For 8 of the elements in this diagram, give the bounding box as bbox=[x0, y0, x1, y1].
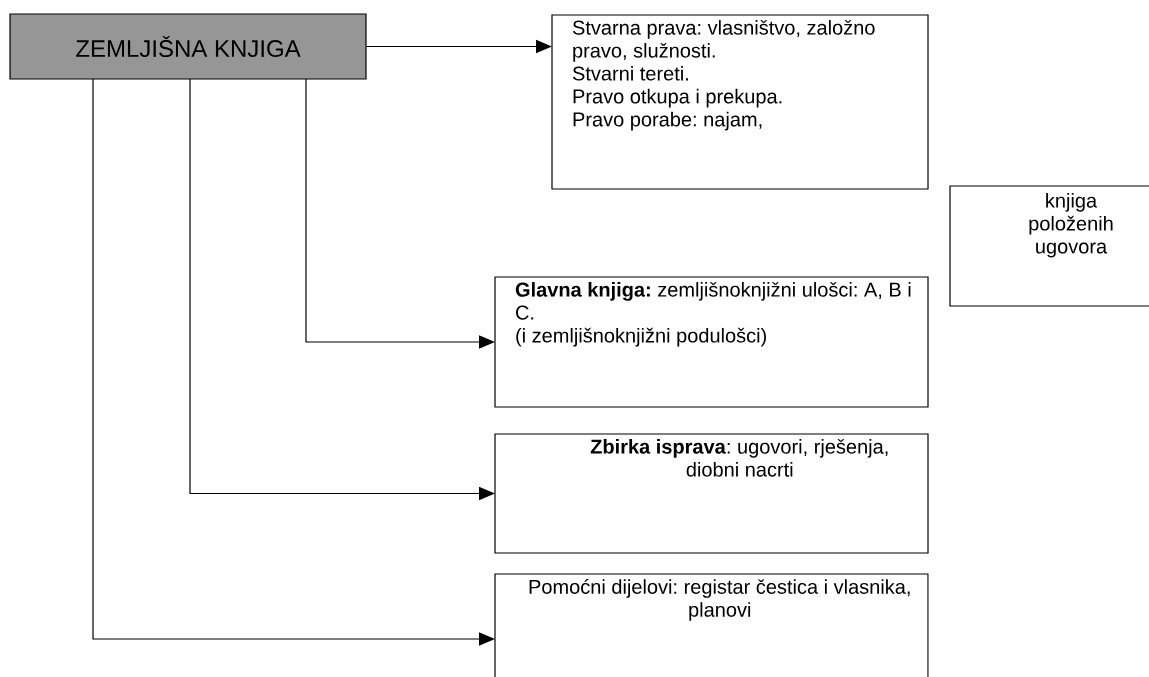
arrow bbox=[305, 78, 495, 349]
title-box: ZEMLJIŠNA KNJIGA bbox=[9, 13, 367, 80]
text-box: Pomoćni dijelovi: registar čestica i vlasnika, planovi bbox=[494, 573, 929, 677]
text-box: Stvarna prava: vlasništvo, založno pravo, služnosti. Stvarni tereti. Pravo otkupa i prekupa. Pravo porabe: najam, bbox=[551, 14, 929, 190]
arrow bbox=[92, 78, 495, 646]
text-box: Zbirka isprava: ugovori, rješenja, diobni nacrti bbox=[494, 433, 929, 554]
text-box: Glavna knjiga: zemljišnoknjižni ulošci: A, B i C. (i zemljišnoknjižni podulošci) bbox=[494, 276, 929, 408]
text-box: knjiga položenih ugovora bbox=[949, 185, 1149, 307]
